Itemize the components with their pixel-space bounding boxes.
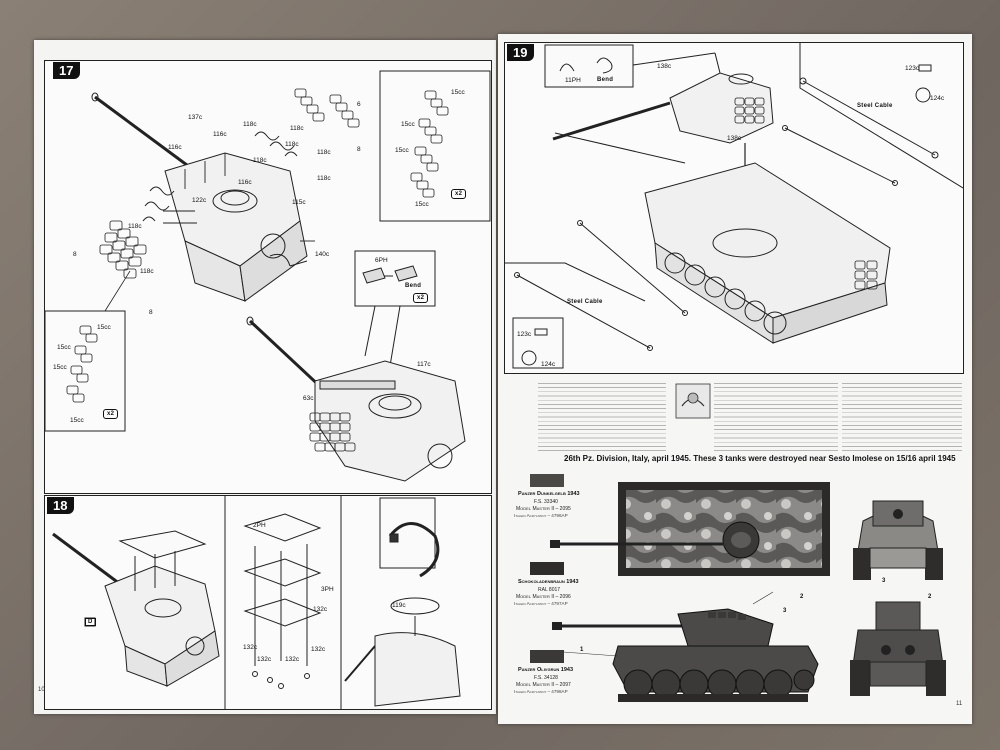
part-label: 116c [168, 144, 182, 151]
step-number: 17 [53, 62, 81, 79]
paint-name: Panzer Olivgrun 1943 [518, 667, 574, 673]
bend-part-label: 11PH [565, 77, 581, 84]
part-label: 118c [285, 141, 299, 148]
part-label: 140c [315, 251, 330, 258]
decal-instructions-text-3 [842, 381, 962, 451]
paint-code: F.S. 33340 [534, 499, 558, 505]
step-18-drawing [52, 496, 461, 709]
part-label: 132c [311, 646, 326, 653]
paint-model-master: Model Master II – 2095 [516, 506, 571, 512]
part-label: 116c [213, 131, 227, 138]
track-label: 15cc [57, 344, 71, 351]
tank-side-view [552, 591, 819, 702]
decal-application-icon [675, 383, 711, 419]
part-label: 8 [73, 251, 77, 258]
tank-camo-front-view [853, 500, 943, 580]
marking-ref: 2 [800, 594, 804, 600]
part-label: 132c [313, 606, 328, 613]
part-label: 138c [657, 63, 672, 70]
part-label: 3PH [321, 586, 334, 593]
track-label: 15cc [415, 201, 429, 208]
part-label: 6 [357, 101, 361, 108]
step-17-panel: 17 [44, 60, 492, 494]
paint-acrylpaint: Italeri Acrylpaint – 4798AP [514, 689, 568, 694]
part-label: 132c [285, 656, 300, 663]
decal-caption: 26th Pz. Division, Italy, april 1945. Th… [564, 454, 956, 463]
multiplier-badge: x2 [413, 293, 429, 303]
bend-part-label: 6PH [375, 257, 388, 264]
part-label: 8 [149, 309, 153, 316]
turret-assembly-drawing [45, 70, 491, 482]
part-label: 118c [317, 175, 331, 182]
part-label: 124c [930, 95, 945, 102]
ref-label-d: D [85, 618, 96, 626]
part-label: 138c [727, 135, 742, 142]
decal-instructions-text-2 [714, 381, 838, 451]
part-label: 132c [257, 656, 272, 663]
paint-swatch [530, 474, 564, 487]
part-label: 118c [243, 121, 257, 128]
part-label: 116c [238, 179, 252, 186]
step-19-panel: 19 [504, 42, 964, 374]
part-label: 115c [292, 199, 306, 206]
track-label: 15cc [401, 121, 415, 128]
part-label: 123c [517, 331, 532, 338]
marking-ref: 3 [882, 578, 886, 584]
track-label: 15cc [97, 324, 111, 331]
instruction-page-right: 19 [498, 34, 972, 724]
part-label: 124c [541, 361, 556, 368]
paint-swatch [530, 562, 564, 575]
bend-label: Bend [597, 77, 614, 83]
marking-ref: 2 [928, 594, 932, 600]
part-label: 119c [392, 602, 406, 609]
steel-cable-label: Steel Cable [567, 299, 603, 305]
part-label: 118c [140, 268, 154, 275]
part-label: 118c [317, 149, 331, 156]
part-label: 122c [192, 197, 207, 204]
paint-swatch [530, 650, 564, 663]
paint-model-master: Model Master II – 2096 [516, 594, 571, 600]
marking-ref: 3 [783, 608, 787, 614]
part-label: 117c [417, 361, 431, 368]
track-label: 15cc [70, 417, 84, 424]
step-18-panel: 18 [44, 495, 492, 710]
page-number-left: 10 [38, 687, 45, 693]
instruction-page-left: 17 [34, 40, 496, 714]
part-label: 118c [128, 223, 142, 230]
part-label: 2PH [253, 522, 266, 529]
multiplier-badge: x2 [103, 409, 119, 419]
paint-name: Schokoladenbraun 1943 [518, 579, 579, 585]
decal-instructions-text-1 [538, 381, 666, 451]
tank-rear-view [850, 601, 946, 696]
page-number-right: 11 [956, 701, 963, 707]
part-label: 123c [905, 65, 920, 72]
part-label: 137c [188, 114, 203, 121]
part-label: 118c [290, 125, 304, 132]
part-label: 63c [303, 395, 314, 402]
track-label: 15cc [451, 89, 465, 96]
tank-camo-top-view [550, 482, 830, 576]
steel-cable-label: Steel Cable [857, 103, 893, 109]
multiplier-badge: x2 [451, 189, 467, 199]
paint-code: F.S. 34128 [534, 675, 558, 681]
paint-name: Panzer Dunkelgelb 1943 [518, 491, 580, 497]
step-number: 19 [507, 44, 535, 61]
step-19-drawing [505, 43, 963, 369]
paint-acrylpaint: Italeri Acrylpaint – 4796AP [514, 513, 568, 518]
track-label: 15cc [53, 364, 67, 371]
track-label: 15cc [395, 147, 409, 154]
paint-code: RAL 8017 [538, 587, 561, 593]
part-label: 118c [253, 157, 267, 164]
bend-label: Bend [405, 283, 422, 289]
part-label: 132c [243, 644, 258, 651]
part-label: 8 [357, 146, 361, 153]
paint-acrylpaint: Italeri Acrylpaint – 4797AP [514, 601, 568, 606]
paint-model-master: Model Master II – 2097 [516, 682, 571, 688]
marking-ref: 1 [580, 647, 584, 653]
step-number: 18 [47, 497, 75, 514]
